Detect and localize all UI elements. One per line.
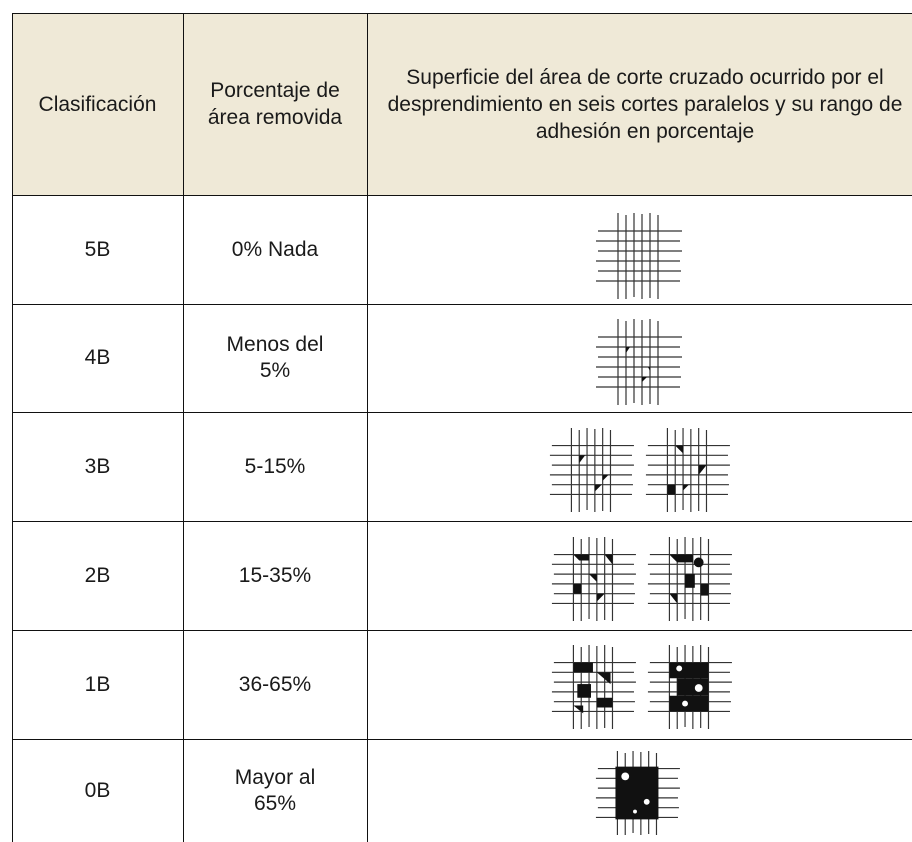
crosshatch-grid-icon [642,537,732,621]
row-divider [12,739,912,740]
crosshatch-grid-icon [640,428,730,512]
classification-cell: 3B [84,454,111,478]
classification-cell: 2B [84,563,111,587]
row-divider [12,521,912,522]
table-border-top [12,13,912,14]
crosshatch-grid-icon [590,213,682,299]
table-header-row [12,13,912,195]
column-divider [367,13,368,842]
table-border-left [12,13,13,842]
percent-cell: Mayor al 65% [234,765,316,815]
crosshatch-grid-icon [546,645,636,729]
row-divider [12,630,912,631]
row-divider [12,195,912,196]
crosshatch-grid-icon [642,645,732,729]
column-divider [183,13,184,842]
header-classification: Clasificación [38,92,157,116]
classification-cell: 1B [84,672,111,696]
percent-cell: Menos del 5% [226,333,324,382]
crosshatch-grid-icon [590,751,680,835]
header-percent-removed: Porcentaje de área removida [207,79,343,129]
percent-cell: 5-15% [244,454,306,478]
percent-cell: 36-65% [238,672,312,696]
crosshatch-grid-icon [590,319,682,405]
row-divider [12,304,912,305]
classification-cell: 4B [84,346,111,369]
crosshatch-grid-icon [544,428,634,512]
crosshatch-grid-icon [546,537,636,621]
row-divider [12,412,912,413]
header-surface-description: Superficie del área de corte cruzado ocu… [387,65,903,143]
classification-cell: 5B [84,237,111,261]
classification-cell: 0B [84,778,111,802]
percent-cell: 15-35% [238,563,312,587]
percent-cell: 0% Nada [231,237,319,261]
